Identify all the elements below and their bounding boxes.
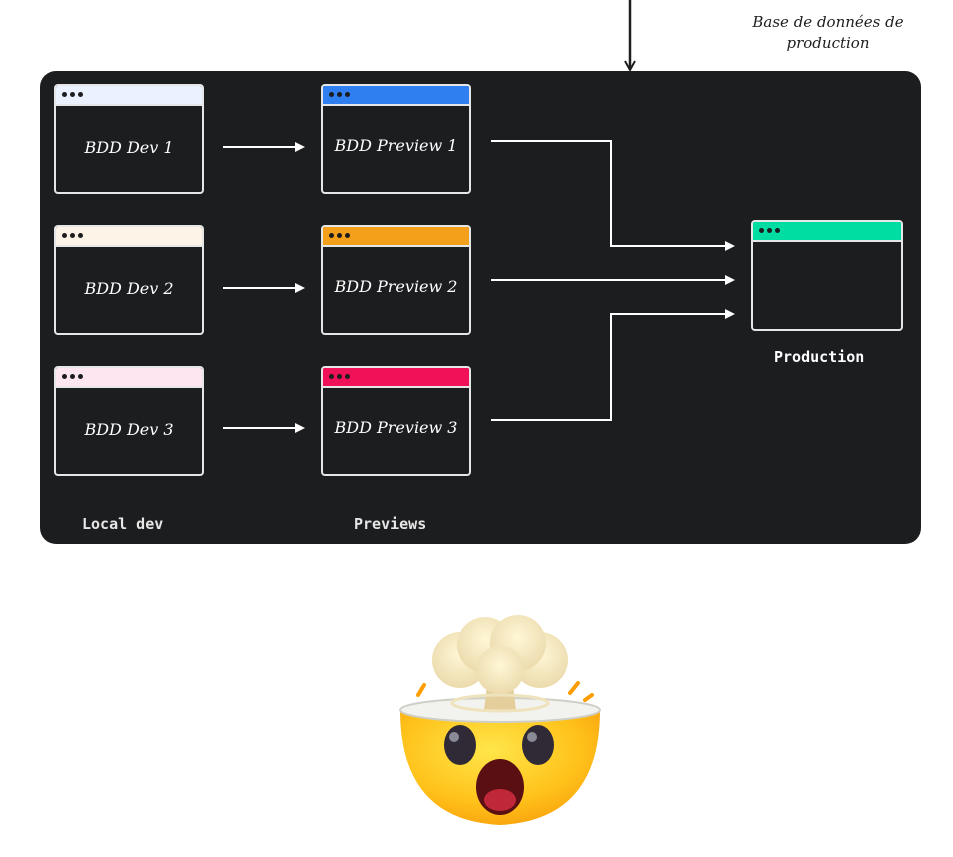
window-label: BDD Preview 1 [334,136,458,155]
window-title-bar [323,86,469,106]
window-label: BDD Dev 2 [84,279,174,298]
window-bdd-preview-2: BDD Preview 2 [321,225,471,335]
window-title-bar [56,227,202,247]
window-bdd-dev-1: BDD Dev 1 [54,84,204,194]
label-previews: Previews [354,515,427,533]
arrow-preview1-production [491,140,735,251]
window-dots-icon [759,228,780,233]
window-title-bar [323,227,469,247]
window-label: BDD Preview 3 [334,418,458,437]
window-bdd-preview-3: BDD Preview 3 [321,366,471,476]
window-dots-icon [62,374,83,379]
window-dots-icon [329,92,350,97]
window-dots-icon [329,233,350,238]
window-title-bar [56,86,202,106]
window-title-bar [753,222,901,242]
annotation-label: Base de données de production [728,12,928,54]
window-label: BDD Dev 3 [84,420,174,439]
annotation-line-1: Base de données de [752,13,904,31]
window-label: BDD Dev 1 [84,138,174,157]
annotation-line-2: production [786,34,870,52]
window-production [751,220,903,331]
window-title-bar [323,368,469,388]
window-label: BDD Preview 2 [334,277,458,296]
window-dots-icon [329,374,350,379]
label-local-dev: Local dev [82,515,164,533]
window-bdd-preview-1: BDD Preview 1 [321,84,471,194]
window-bdd-dev-2: BDD Dev 2 [54,225,204,335]
arrow-preview3-production [491,309,735,421]
window-dots-icon [62,233,83,238]
window-title-bar [56,368,202,388]
exploding-head-emoji [399,615,601,825]
window-bdd-dev-3: BDD Dev 3 [54,366,204,476]
window-dots-icon [62,92,83,97]
label-production: Production [774,348,865,366]
